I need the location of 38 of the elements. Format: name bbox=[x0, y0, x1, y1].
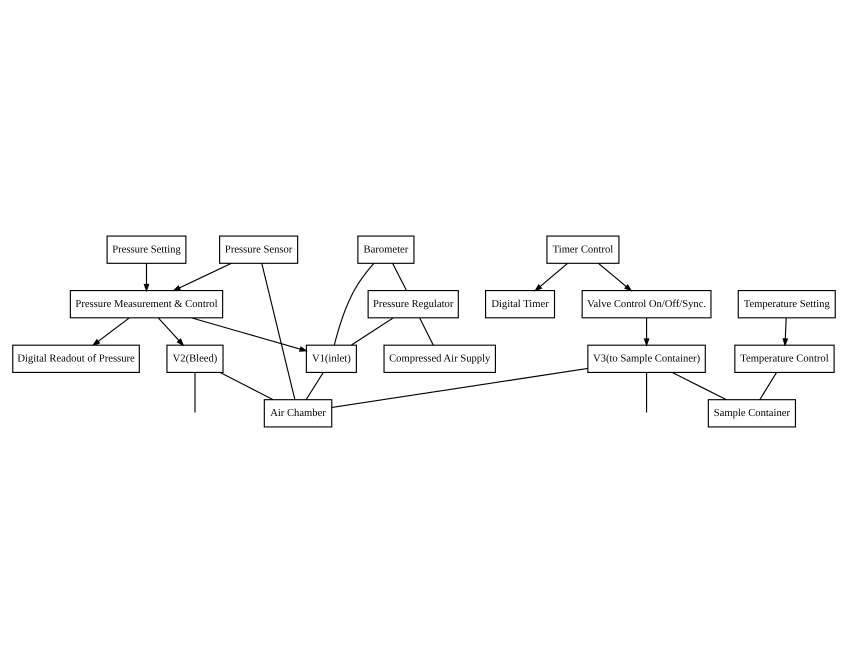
node-box: Pressure Sensor bbox=[219, 234, 298, 264]
node-box: Pressure Regulator bbox=[368, 290, 459, 318]
connector bbox=[419, 317, 434, 345]
connector bbox=[392, 262, 408, 290]
arrow bbox=[644, 318, 650, 346]
node-box: Digital Readout of Pressure bbox=[12, 344, 140, 372]
node-box: V1(inlet) bbox=[306, 344, 357, 372]
connector bbox=[672, 372, 726, 400]
connector bbox=[194, 372, 196, 412]
arrow bbox=[534, 262, 568, 292]
node-box: Timer Control bbox=[546, 234, 620, 264]
node-box: V3(to Sample Container) bbox=[587, 344, 706, 372]
connector bbox=[646, 372, 648, 412]
node-box: Sample Container bbox=[708, 398, 796, 428]
arrow bbox=[782, 318, 788, 346]
arrow bbox=[144, 263, 150, 292]
node-box: V2(Bleed) bbox=[166, 344, 224, 372]
node-box: Digital Timer bbox=[485, 290, 556, 318]
connector bbox=[261, 262, 296, 400]
node-box: Temperature Control bbox=[734, 344, 835, 372]
arrow bbox=[172, 262, 232, 291]
arrow bbox=[92, 317, 130, 346]
node-box: Temperature Setting bbox=[738, 290, 836, 318]
arrow bbox=[598, 262, 632, 292]
arrow bbox=[158, 317, 184, 346]
connector bbox=[306, 372, 324, 400]
node-box: Pressure Measurement & Control bbox=[70, 290, 224, 318]
node-box: Barometer bbox=[357, 234, 415, 264]
connector bbox=[351, 316, 394, 345]
connector bbox=[759, 372, 777, 400]
node-box: Valve Control On/Off/Sync. bbox=[582, 290, 712, 318]
connector bbox=[220, 372, 273, 400]
node-box: Air Chamber bbox=[264, 398, 332, 428]
connector bbox=[334, 262, 374, 345]
node-box: Pressure Setting bbox=[106, 234, 186, 264]
arrow bbox=[191, 316, 308, 352]
connector bbox=[332, 367, 588, 408]
node-box: Compressed Air Supply bbox=[383, 344, 496, 372]
